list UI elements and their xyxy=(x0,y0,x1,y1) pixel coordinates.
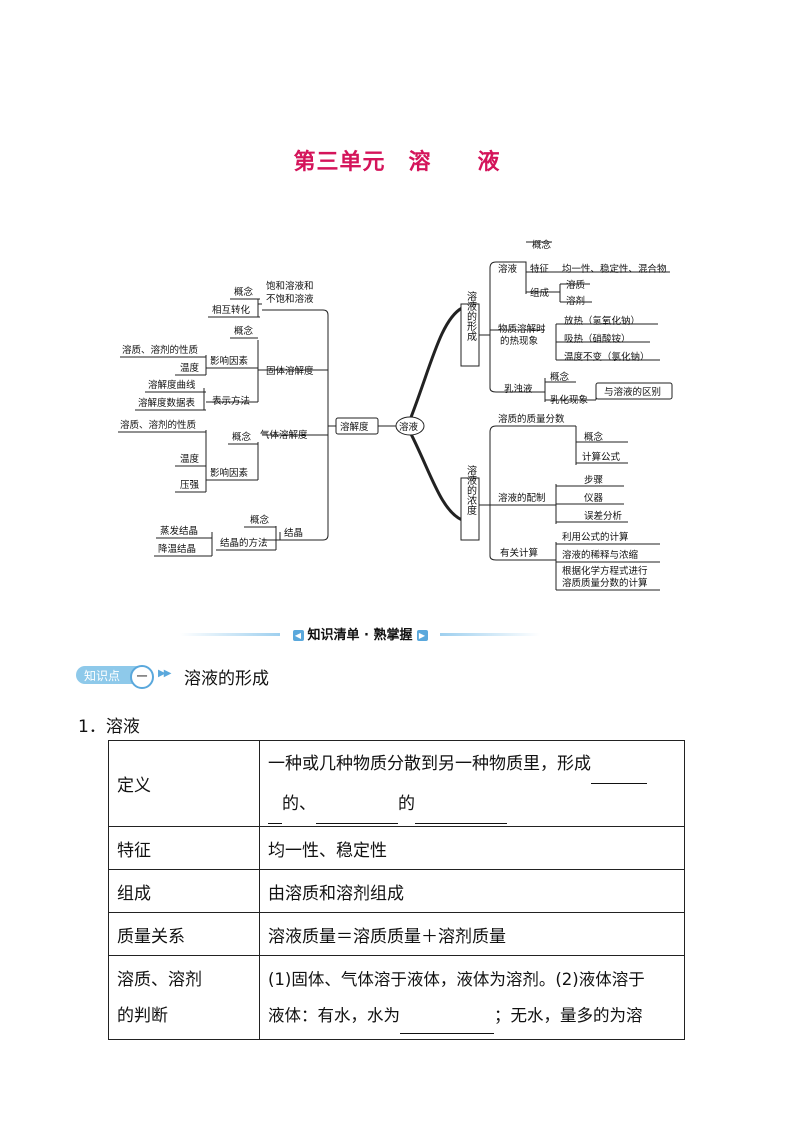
table-key: 质量关系 xyxy=(108,912,260,956)
table-value: (1)固体、气体溶于液体，液体为溶剂。(2)液体溶于 液体：有水，水为；无水，量… xyxy=(259,955,685,1040)
table-value: 溶液质量＝溶质质量＋溶剂质量 xyxy=(259,912,685,956)
mm-r-sol-concept: 概念 xyxy=(532,239,552,251)
table-row: 溶质、溶剂 的判断 (1)固体、气体溶于液体，液体为溶剂。(2)液体溶于 液体：… xyxy=(108,955,685,1040)
mm-l-sat-1: 饱和溶液和 xyxy=(266,280,314,292)
mm-r-calc2: 溶液的稀释与浓缩 xyxy=(562,549,639,561)
mm-l-gas-f3: 压强 xyxy=(180,480,200,491)
answer-blank[interactable] xyxy=(415,822,507,824)
mm-l-gas-concept: 概念 xyxy=(232,431,252,443)
page-title: 第三单元 溶 液 xyxy=(293,150,501,175)
table-key: 溶质、溶剂 的判断 xyxy=(108,955,260,1040)
table-value: 由溶质和溶剂组成 xyxy=(259,869,685,913)
mm-l-solid-f2: 温度 xyxy=(180,362,200,374)
mm-r-heat-1: 物质溶解时 xyxy=(498,323,546,335)
definition-table: 定义 一种或几种物质分散到另一种物质里，形成 的、的 特征 均一性、稳定性 组成… xyxy=(108,740,685,1040)
section-banner: ◀知识清单 · 熟掌握▶ xyxy=(180,622,540,646)
double-arrow-icon: ▶▶ xyxy=(158,668,171,679)
table-row: 定义 一种或几种物质分散到另一种物质里，形成 的、的 xyxy=(108,740,685,827)
table-row: 组成 由溶质和溶剂组成 xyxy=(108,869,685,913)
mm-center: 溶液 xyxy=(399,421,419,433)
banner-line-left xyxy=(180,633,280,636)
answer-blank[interactable] xyxy=(400,1032,494,1034)
mm-l-gas-f2: 温度 xyxy=(180,453,200,465)
right-arrow-icon: ▶ xyxy=(416,630,428,641)
mm-r-prep2: 仪器 xyxy=(584,493,604,504)
mm-l-convert: 相互转化 xyxy=(212,304,251,316)
mm-l-solid-method: 表示方法 xyxy=(212,395,250,407)
mm-l-cryst-method: 结晶的方法 xyxy=(220,537,268,549)
mm-r-calc3b: 溶质质量分数的计算 xyxy=(562,577,648,589)
answer-blank[interactable] xyxy=(268,822,282,824)
table-value: 一种或几种物质分散到另一种物质里，形成 的、的 xyxy=(259,740,685,827)
answer-blank[interactable] xyxy=(316,822,398,824)
table-value: 均一性、稳定性 xyxy=(259,826,685,870)
mm-l-gas-factors: 影响因素 xyxy=(210,467,249,479)
mm-r-prep3: 误差分析 xyxy=(584,510,623,522)
mm-l-cryst-m2: 降温结晶 xyxy=(158,543,196,555)
mm-l-concept: 概念 xyxy=(234,286,254,298)
mm-r-sol: 溶液 xyxy=(498,263,518,275)
mm-r-emul-diff: 与溶液的区别 xyxy=(604,386,661,398)
mm-r-heat3: 温度不变（氯化钠） xyxy=(564,351,650,363)
mm-r-sol-comp1: 溶质 xyxy=(566,279,586,291)
knowledge-point-number: 一 xyxy=(130,665,154,689)
mm-r-heat1: 放热（氢氧化钠） xyxy=(564,315,640,327)
mm-r-sol-feature-val: 均一性、稳定性、混合物 xyxy=(562,263,667,275)
mm-l-solid-factors: 影响因素 xyxy=(210,355,249,367)
mm-r-emul-concept: 概念 xyxy=(550,371,570,383)
mm-r-calc1: 利用公式的计算 xyxy=(562,531,629,543)
table-key: 特征 xyxy=(108,826,260,870)
mm-r-prep1: 步骤 xyxy=(584,475,603,486)
section-heading: 1．溶液 xyxy=(78,717,140,737)
mm-l-solid-f1: 溶质、溶剂的性质 xyxy=(122,344,199,356)
mm-r-calc3a: 根据化学方程式进行 xyxy=(562,565,648,577)
table-key: 定义 xyxy=(108,740,260,827)
mm-r-conc: 溶液的浓度 xyxy=(465,464,477,516)
mm-r-sol-comp2: 溶剂 xyxy=(566,295,585,307)
mm-r-sol-feature: 特征 xyxy=(530,263,550,275)
concept-mindmap: 溶液 溶解度 概念 相互转化 饱和溶液和 不饱和溶液 固体溶解度 概念 影响因素… xyxy=(118,239,673,591)
mm-r-mass: 溶质的质量分数 xyxy=(498,413,565,425)
mm-r-calc: 有关计算 xyxy=(500,547,538,559)
mm-r-sol-comp: 组成 xyxy=(530,287,550,299)
mm-l-solid-concept: 概念 xyxy=(234,325,254,337)
mm-r-mass1: 概念 xyxy=(584,431,604,443)
mm-r-heat-2: 的热现象 xyxy=(500,335,539,347)
left-arrow-icon: ◀ xyxy=(292,630,304,641)
mm-l-gas: 气体溶解度 xyxy=(260,429,308,441)
table-row: 特征 均一性、稳定性 xyxy=(108,826,685,870)
mm-l-cryst-concept: 概念 xyxy=(250,514,270,526)
mm-l-solid-m1: 溶解度曲线 xyxy=(148,379,196,391)
mm-l-cryst: 结晶 xyxy=(284,527,303,539)
mm-r-emul: 乳浊液 xyxy=(504,383,533,395)
table-row: 质量关系 溶液质量＝溶质质量＋溶剂质量 xyxy=(108,912,685,956)
banner-line-right xyxy=(440,633,540,636)
knowledge-point-tag: 知识点 一 xyxy=(76,665,154,689)
knowledge-point-title: 溶液的形成 xyxy=(184,669,269,689)
mm-r-form: 溶液的形成 xyxy=(465,290,477,342)
mm-l-sat-2: 不饱和溶液 xyxy=(266,293,314,305)
table-key: 组成 xyxy=(108,869,260,913)
mm-r-prep: 溶液的配制 xyxy=(498,492,546,504)
mm-r-emul-phen: 乳化现象 xyxy=(550,394,589,406)
mm-l-solid-m2: 溶解度数据表 xyxy=(138,397,196,409)
mm-left-hub: 溶解度 xyxy=(340,421,369,433)
answer-blank[interactable] xyxy=(591,782,647,784)
mm-r-heat2: 吸热（硝酸铵） xyxy=(564,333,631,345)
mm-l-cryst-m1: 蒸发结晶 xyxy=(160,525,198,537)
mm-r-mass2: 计算公式 xyxy=(582,451,621,463)
mm-l-solid: 固体溶解度 xyxy=(266,365,314,377)
banner-text: 知识清单 · 熟掌握 xyxy=(307,628,413,643)
mm-l-gas-f1: 溶质、溶剂的性质 xyxy=(120,419,197,431)
